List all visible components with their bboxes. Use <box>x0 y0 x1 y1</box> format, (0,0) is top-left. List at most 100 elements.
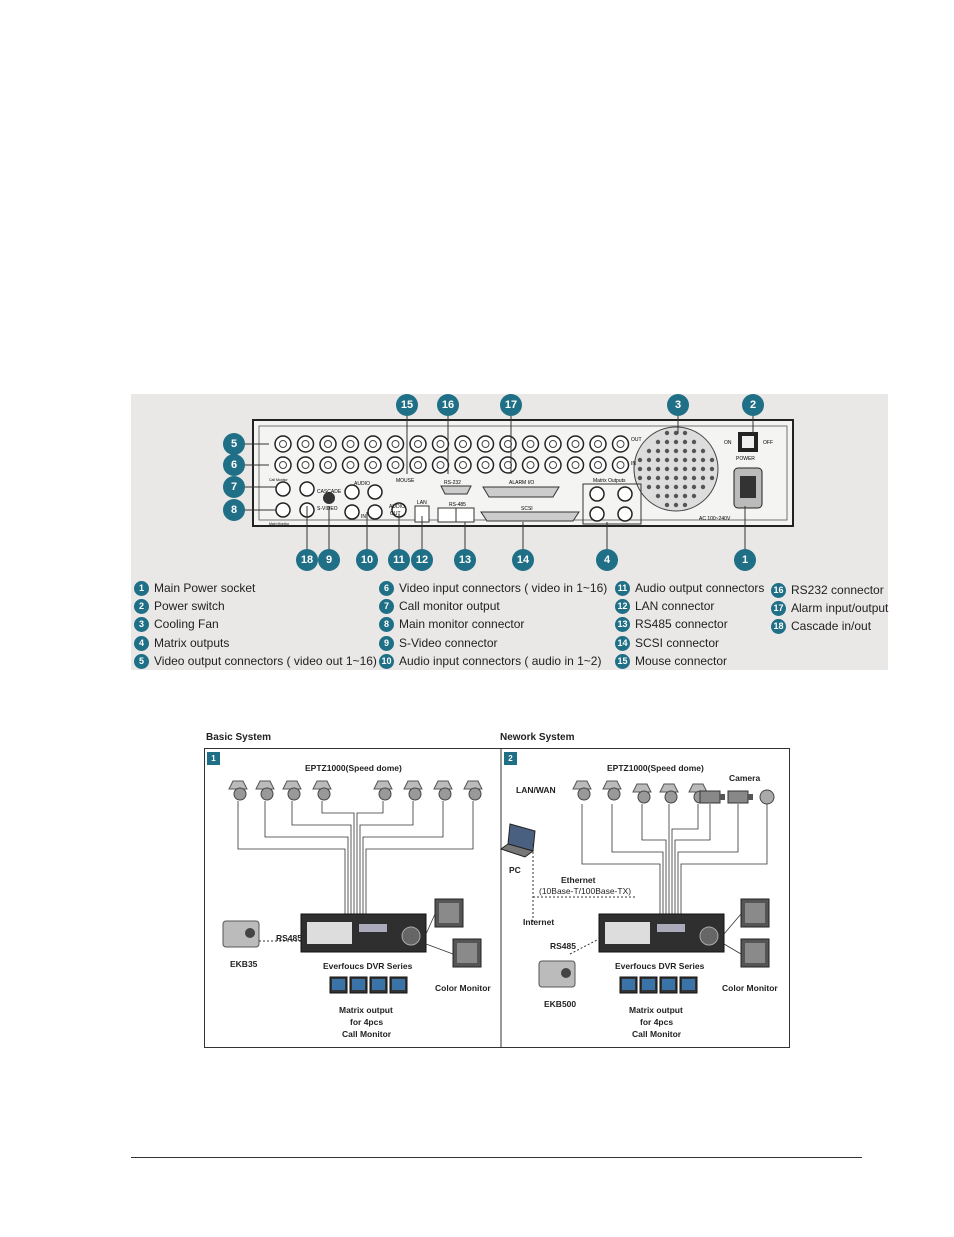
bnc-connector <box>454 456 472 474</box>
legend-number: 1 <box>134 581 149 597</box>
bnc-connector <box>364 435 382 453</box>
bnc-connector <box>544 456 562 474</box>
basic-rs485-label: RS485 <box>276 933 302 943</box>
label-call-monitor: Call Monitor <box>269 478 289 482</box>
label-audio-out: AUDIO <box>389 504 405 510</box>
callout-16: 16 <box>437 394 459 416</box>
legend-text: SCSI connector <box>635 636 720 650</box>
legend-number: 11 <box>615 581 630 597</box>
basic-dvr-label: Everfoucs DVR Series <box>323 961 413 971</box>
legend-text: RS232 connector <box>791 583 884 597</box>
bnc-connector <box>344 504 360 520</box>
network-ethernet-label: Ethernet <box>561 875 596 885</box>
bnc-connector <box>386 456 405 474</box>
legend-item: 9 S-Video connector <box>379 635 498 652</box>
label-cascade: CASCADE <box>317 489 342 495</box>
label-audio-out-2: OUT <box>390 511 401 517</box>
legend-number: 5 <box>134 654 149 670</box>
network-matrix-l1: Matrix output <box>629 1005 683 1015</box>
callout-8: 8 <box>223 499 245 521</box>
legend-item: 12 LAN connector <box>615 598 715 615</box>
bnc-connector <box>341 435 360 453</box>
speed-dome-camera <box>572 780 592 790</box>
rs232-connector <box>440 485 472 495</box>
bnc-connector <box>341 456 360 474</box>
speed-dome-camera <box>632 783 652 793</box>
callout-4: 4 <box>596 549 618 571</box>
bnc-connector <box>274 456 292 474</box>
fan-grille <box>637 430 715 508</box>
speed-dome-camera <box>282 780 302 790</box>
bnc-connector <box>589 435 607 453</box>
legend-item: 17 Alarm input/output <box>771 600 889 617</box>
callout-3: 3 <box>667 394 689 416</box>
label-mouse: MOUSE <box>396 478 415 484</box>
legend-number: 16 <box>771 583 786 599</box>
matrix-bnc <box>589 486 605 502</box>
legend-item: 16 RS232 connector <box>771 582 884 599</box>
legend-text: Mouse connector <box>635 654 728 668</box>
bnc-connector <box>566 435 585 453</box>
legend-text: Alarm input/output <box>791 601 889 615</box>
legend-number: 4 <box>134 636 149 652</box>
bnc-connector-rows <box>274 435 630 474</box>
bnc-connector <box>319 435 337 453</box>
callout-9: 9 <box>318 549 340 571</box>
speed-dome-camera <box>373 780 393 790</box>
bnc-connector <box>364 456 382 474</box>
matrix-outputs-box <box>582 483 642 525</box>
bnc-connector <box>299 481 315 497</box>
label-lan: LAN <box>417 500 427 506</box>
legend-text: S-Video connector <box>399 636 498 650</box>
basic-color-monitor-label: Color Monitor <box>435 983 491 993</box>
basic-speed-dome-label: EPTZ1000(Speed dome) <box>305 763 402 773</box>
callout-7: 7 <box>223 476 245 498</box>
label-ac: AC 100~240V <box>699 516 731 522</box>
matrix-bnc <box>589 506 605 522</box>
label-audio-in: IN <box>361 514 366 520</box>
basic-number: 1 <box>207 752 220 765</box>
callout-17: 17 <box>500 394 522 416</box>
svideo-port <box>323 492 335 504</box>
legend-text: LAN connector <box>635 599 715 613</box>
network-ethernet-spec: (10Base-T/100Base-TX) <box>539 886 632 896</box>
legend-text: Audio input connectors ( audio in 1~2) <box>399 654 602 668</box>
basic-keyboard-label: EKB35 <box>230 959 258 969</box>
bnc-connector <box>319 456 337 474</box>
callout-11: 11 <box>388 549 410 571</box>
legend-text: Cooling Fan <box>154 617 219 631</box>
basic-matrix-l3: Call Monitor <box>342 1029 392 1039</box>
legend-number: 17 <box>771 601 786 617</box>
label-in: IN <box>631 461 636 467</box>
callout-18: 18 <box>296 549 318 571</box>
callout-6: 6 <box>223 454 245 476</box>
bnc-connector <box>454 435 472 453</box>
matrix-bnc <box>617 506 633 522</box>
legend-number: 7 <box>379 599 394 615</box>
label-power: POWER <box>736 456 755 462</box>
label-rs232: RS-232 <box>444 480 461 486</box>
network-pc-label: PC <box>509 865 521 875</box>
speed-dome-camera <box>312 780 332 790</box>
callout-10: 10 <box>356 549 378 571</box>
network-rs485-label: RS485 <box>550 941 576 951</box>
label-off: OFF <box>763 440 773 446</box>
label-audio: AUDIO <box>354 481 370 487</box>
dome-camera <box>759 789 775 805</box>
legend-number: 12 <box>615 599 630 615</box>
speed-dome-camera <box>463 780 483 790</box>
bnc-connector <box>367 504 383 520</box>
box-camera <box>727 790 749 804</box>
network-matrix-l2: for 4pcs <box>640 1017 674 1027</box>
legend-number: 9 <box>379 636 394 652</box>
